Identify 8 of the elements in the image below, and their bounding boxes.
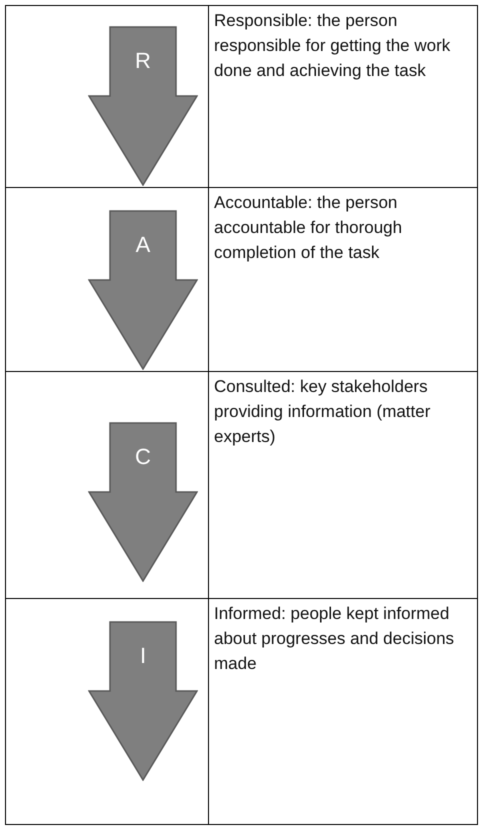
- down-arrow: C: [88, 422, 198, 582]
- down-arrow: A: [88, 210, 198, 370]
- description-text: Informed: people kept informed about progresses and decisions made: [214, 603, 456, 675]
- down-arrow: R: [88, 26, 198, 186]
- description-text: Accountable: the person accountable for thorough completion of the task: [214, 192, 404, 264]
- description-text: Responsible: the person responsible for getting the work done and achieving the task: [214, 10, 452, 82]
- down-arrow: I: [88, 621, 198, 781]
- description-text: Consulted: key stakeholders providing information (matter experts): [214, 376, 432, 448]
